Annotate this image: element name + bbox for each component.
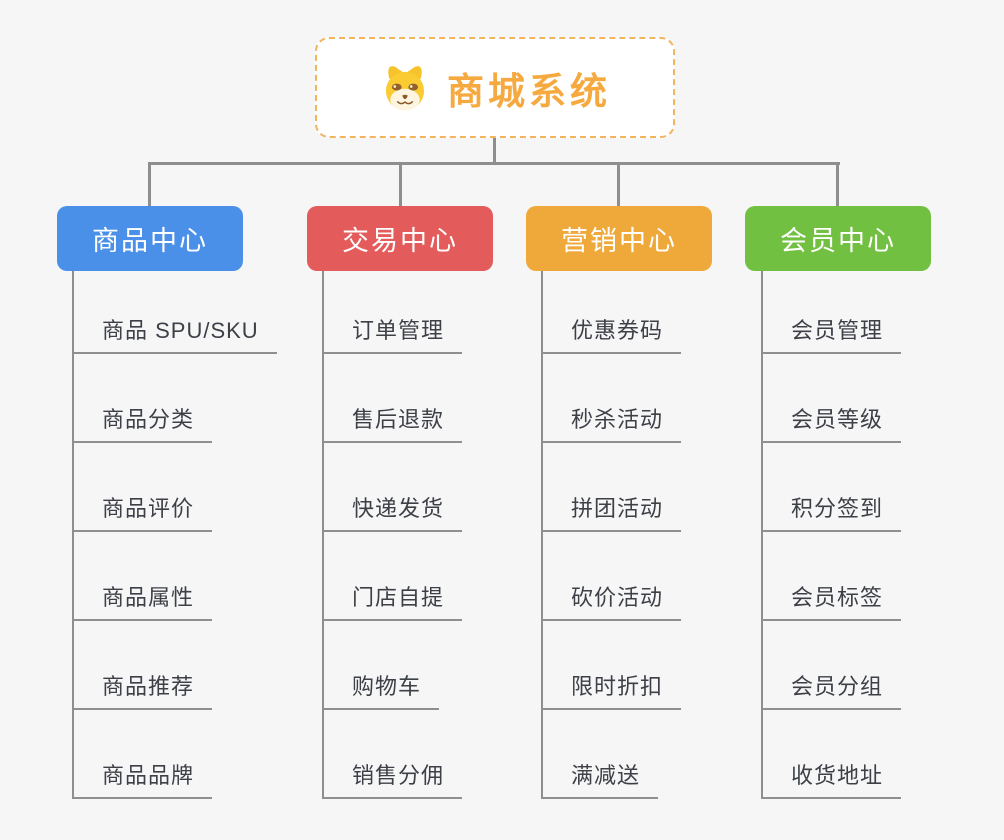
- leaf-node[interactable]: 商品分类: [72, 407, 213, 443]
- leaf-node[interactable]: 限时折扣: [541, 674, 682, 710]
- leaf-node[interactable]: 商品属性: [72, 585, 213, 621]
- connector-trunk-member: [761, 271, 763, 799]
- leaf-node[interactable]: 收货地址: [761, 763, 902, 799]
- leaf-node[interactable]: 快递发货: [322, 496, 463, 532]
- leaf-node[interactable]: 售后退款: [322, 407, 463, 443]
- leaf-node[interactable]: 会员等级: [761, 407, 902, 443]
- connector-bus: [148, 162, 840, 165]
- root-node[interactable]: 商城系统: [315, 37, 675, 138]
- branch-header-product-center[interactable]: 商品中心: [57, 206, 243, 271]
- leaf-node[interactable]: 门店自提: [322, 585, 463, 621]
- leaf-node[interactable]: 商品 SPU/SKU: [72, 318, 277, 354]
- branch-header-marketing-center[interactable]: 营销中心: [526, 206, 712, 271]
- branch-header-member-center[interactable]: 会员中心: [745, 206, 931, 271]
- connector-trunk-product: [72, 271, 74, 799]
- leaf-node[interactable]: 会员管理: [761, 318, 902, 354]
- connector-drop-trade: [399, 162, 402, 207]
- leaf-node[interactable]: 秒杀活动: [541, 407, 682, 443]
- leaf-node[interactable]: 商品评价: [72, 496, 213, 532]
- connector-drop-product: [148, 162, 151, 207]
- leaf-node[interactable]: 会员分组: [761, 674, 902, 710]
- leaf-node[interactable]: 优惠券码: [541, 318, 682, 354]
- connector-root-stem: [493, 138, 496, 165]
- leaf-node[interactable]: 订单管理: [322, 318, 463, 354]
- leaf-node[interactable]: 商品品牌: [72, 763, 213, 799]
- connector-trunk-trade: [322, 271, 324, 799]
- connector-drop-marketing: [617, 162, 620, 207]
- leaf-node[interactable]: 购物车: [322, 674, 440, 710]
- leaf-node[interactable]: 拼团活动: [541, 496, 682, 532]
- leaf-node[interactable]: 积分签到: [761, 496, 902, 532]
- dog-face-icon: [379, 63, 431, 112]
- leaf-node[interactable]: 满减送: [541, 763, 659, 799]
- root-title: 商城系统: [447, 70, 611, 112]
- connector-trunk-marketing: [541, 271, 543, 799]
- leaf-node[interactable]: 会员标签: [761, 585, 902, 621]
- leaf-node[interactable]: 销售分佣: [322, 763, 463, 799]
- leaf-node[interactable]: 砍价活动: [541, 585, 682, 621]
- connector-drop-member: [836, 162, 839, 207]
- branch-header-trade-center[interactable]: 交易中心: [307, 206, 493, 271]
- leaf-node[interactable]: 商品推荐: [72, 674, 213, 710]
